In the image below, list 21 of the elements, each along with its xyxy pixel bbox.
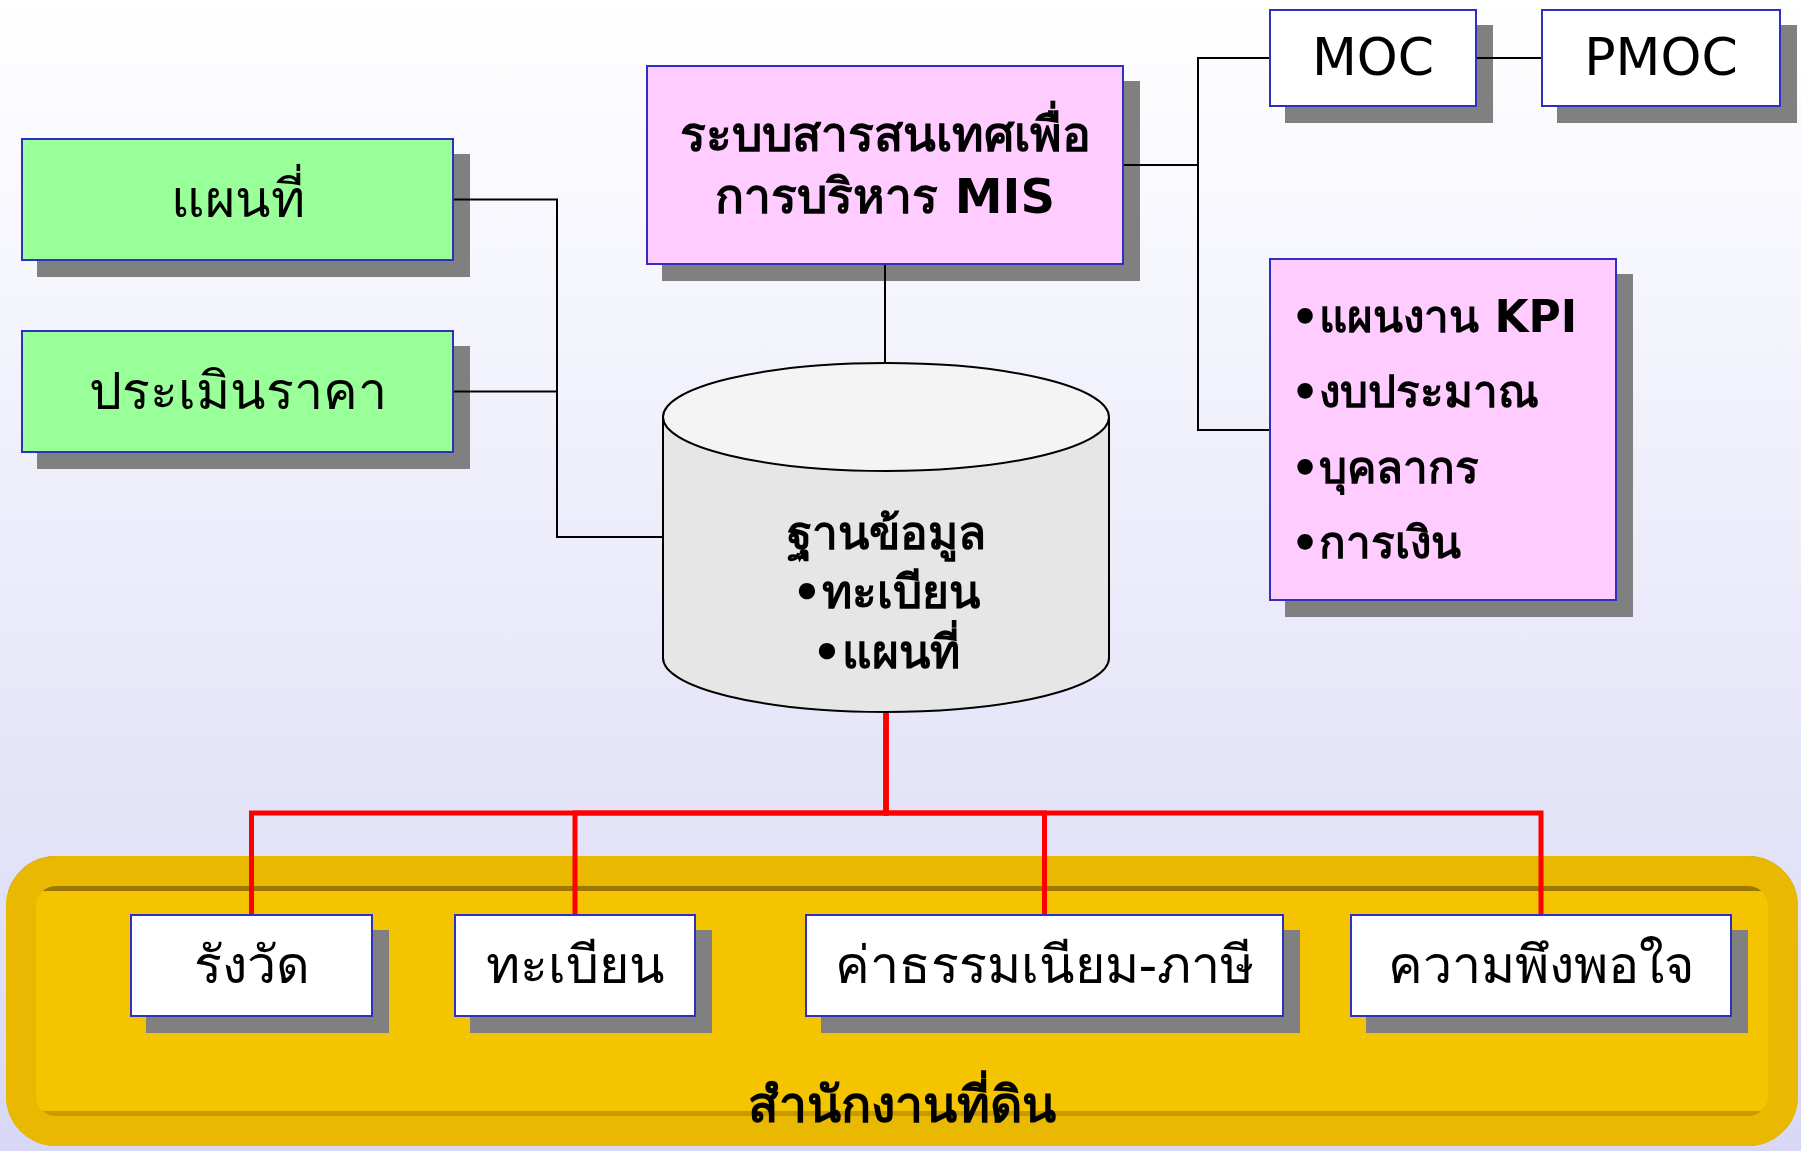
node-label: MOC xyxy=(1311,26,1435,90)
connector-line xyxy=(884,264,886,363)
connector-line xyxy=(1476,57,1542,59)
connector-line xyxy=(453,390,663,538)
list-item: •การเงิน xyxy=(1291,515,1462,570)
list-item: •ทะเบียน xyxy=(792,564,980,620)
node-label: แผนที่ xyxy=(170,165,305,234)
list-item: •บุคลากร xyxy=(1291,440,1480,496)
node-label: รังวัด xyxy=(193,933,310,997)
node-label: ค่าธรรมเนียม-ภาษี xyxy=(834,933,1255,997)
list-item: •งบประมาณ xyxy=(1291,365,1540,420)
list-item: •แผนงาน KPI xyxy=(1291,290,1578,345)
node-label: PMOC xyxy=(1584,26,1738,90)
office-band xyxy=(6,856,1798,1146)
connector-line xyxy=(883,713,1544,914)
node-label: ประเมินราคา xyxy=(88,359,387,423)
database-label: ฐานข้อมูล xyxy=(786,504,986,564)
node-label: ทะเบียน xyxy=(485,933,665,997)
node-label: ความพึงพอใจ xyxy=(1388,933,1694,997)
node-label: ระบบสารสนเทศเพื่อการบริหาร MIS xyxy=(648,102,1122,228)
database-cylinder xyxy=(662,362,1110,713)
